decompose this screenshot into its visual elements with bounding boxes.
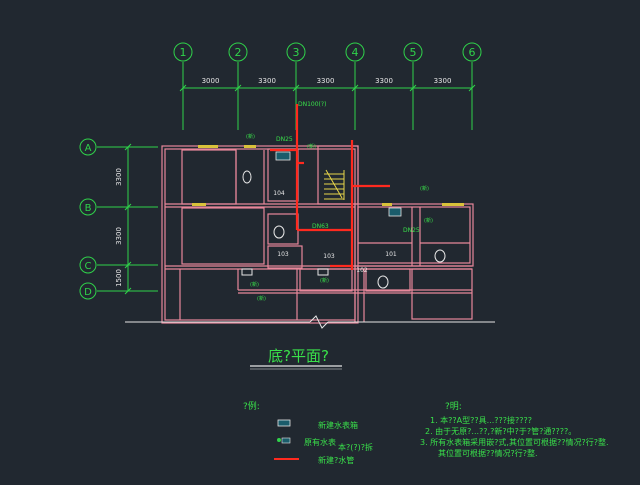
break-symbol [309, 315, 329, 329]
row-bubble [79, 282, 97, 300]
mid-dn-label: DN63 [312, 223, 329, 230]
column-bubble [345, 42, 365, 62]
new-tag: (新) [420, 185, 429, 192]
stairs [324, 169, 345, 200]
water-meter-boxes [275, 151, 402, 217]
drawing-title: 底?平面? [268, 347, 329, 365]
new-tag: (新) [246, 133, 255, 140]
row-label: A [85, 143, 92, 154]
column-label: 3 [293, 46, 300, 59]
legend-label-new-meter: 新建水表箱 [318, 420, 358, 430]
right-dn-label: DN25 [403, 227, 420, 234]
pipe-annotations: DN100(?) DN25 DN63 DN25 [276, 101, 420, 234]
row-spacing: 3300 [115, 227, 123, 245]
room-number: 103 [323, 253, 335, 260]
notes-heading: ?明: [445, 401, 462, 412]
row-spacing: 3300 [115, 168, 123, 186]
column-label: 5 [410, 46, 417, 59]
room-number: 101 [385, 251, 397, 258]
note-line-2: 2. 由于无原?...??,?新?中?于?管?通????。 [425, 426, 576, 436]
row-label: D [84, 287, 92, 298]
note-line-3: 3. 所有水表箱采用嵌?式,其位置可根据??情况?行?整. [420, 437, 609, 447]
column-spacing: 3300 [258, 77, 276, 85]
left-dn-label: DN25 [276, 136, 293, 143]
column-spacing: 3000 [202, 77, 220, 85]
column-label: 6 [469, 46, 476, 59]
column-bubble [173, 42, 193, 62]
column-bubble [462, 42, 482, 62]
note-line-1: 1. 本??A型??具...???接???? [430, 415, 532, 425]
column-label: 2 [235, 46, 242, 59]
new-water-meter-icon [277, 419, 291, 427]
fixtures [241, 170, 446, 289]
row-bubble [79, 138, 97, 156]
room-number: 103 [277, 251, 289, 258]
column-bubble [228, 42, 248, 62]
column-spacing: 3300 [434, 77, 452, 85]
legend-heading: ?例: [243, 400, 260, 412]
note-line-4: 其位置可根据??情况?行?整. [438, 448, 538, 458]
column-spacing: 3300 [375, 77, 393, 85]
row-spacing: 1500 [115, 269, 123, 287]
legend-extra: 本?(?)?拆 [338, 442, 373, 452]
new-tag: (新) [424, 217, 433, 224]
new-tag: (新) [320, 277, 329, 284]
existing-water-meter-box [281, 437, 291, 444]
water-meter-icon [275, 151, 291, 161]
legend-label-new-pipe: 新建?水管 [318, 455, 354, 465]
water-meter-icon [388, 207, 402, 217]
existing-water-meter-icon [277, 438, 281, 442]
row-bubble [79, 198, 97, 216]
windows [192, 145, 464, 206]
riser-label: DN100(?) [298, 101, 326, 108]
column-bubble [286, 42, 306, 62]
room-number: 102 [356, 267, 368, 274]
row-label: B [85, 203, 92, 214]
new-water-pipes [270, 104, 390, 270]
new-tag: (新) [250, 281, 259, 288]
top-dimension-texts: 3000 3300 3300 3300 3300 [202, 77, 452, 85]
walls [161, 145, 474, 324]
column-spacing: 3300 [317, 77, 335, 85]
column-label: 4 [352, 46, 359, 59]
new-tag: (新) [307, 143, 316, 150]
room-labels: 104 103 103 102 101 [273, 190, 397, 274]
note-tags: (新) (新) (新) (新) (新) (新) (新) [246, 133, 433, 302]
column-axes: 1 2 3 4 5 6 [173, 42, 482, 130]
legend-label-existing-meter: 原有水表 [304, 437, 336, 447]
row-bubble [79, 256, 97, 274]
left-dimension-texts: 3300 3300 1500 [115, 168, 123, 287]
row-label: C [85, 261, 92, 272]
column-bubble [403, 42, 423, 62]
column-label: 1 [180, 46, 187, 59]
room-number: 104 [273, 190, 285, 197]
new-tag: (新) [257, 295, 266, 302]
